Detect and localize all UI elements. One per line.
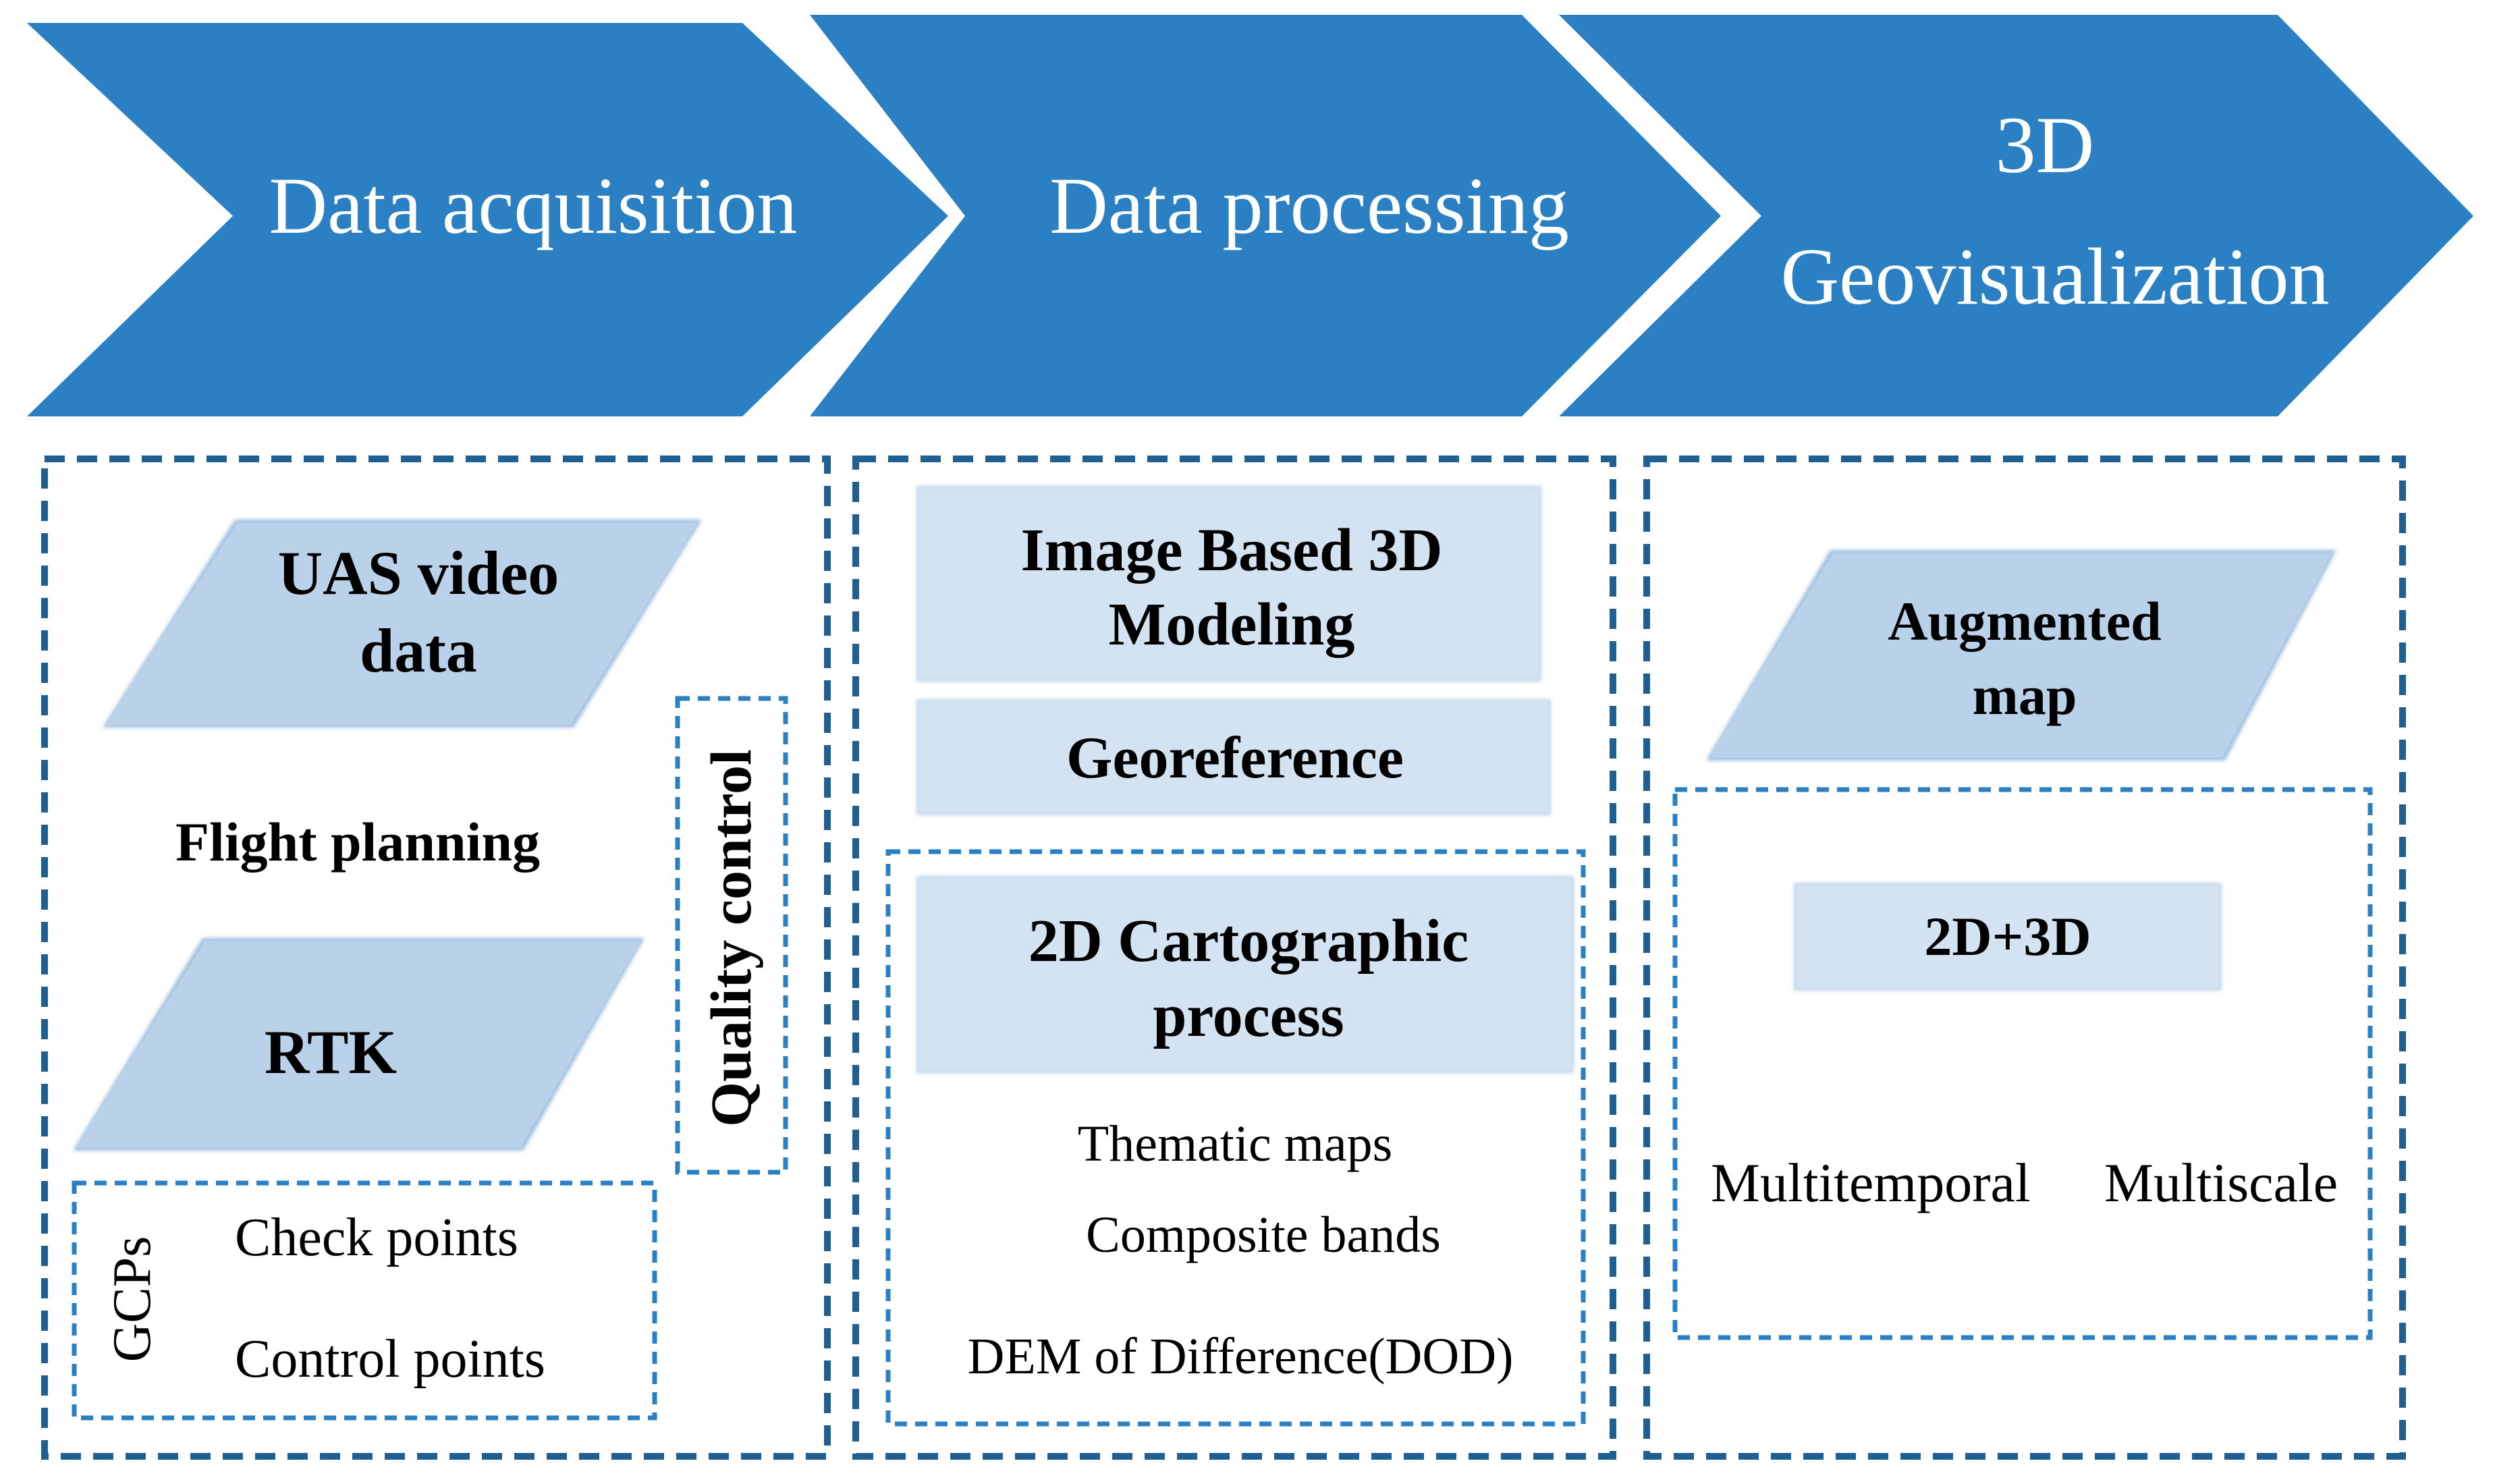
chevron-shape	[1559, 15, 2473, 416]
composite-bands-label: Composite bands	[1086, 1207, 1441, 1263]
stage-chevron-data-acquisition: Data acquisition	[27, 23, 948, 416]
stage-label-geovisualization: Geovisualization	[1780, 231, 2329, 321]
processing-panel: Image Based 3D Modeling Georeference 2D …	[852, 456, 1616, 1460]
cartographic-process-box: 2D Cartographic process	[916, 876, 1574, 1073]
parallelogram-fill	[1709, 553, 2332, 758]
thematic-maps-label: Thematic maps	[1078, 1116, 1392, 1172]
cartographic-process-line1: 2D Cartographic	[1029, 908, 1469, 974]
geovisualization-panel: Augmented map 2D+3D Multitemporal Multis…	[1643, 456, 2406, 1460]
chevron-shape	[810, 15, 1721, 416]
quality-control-box: Quality control	[675, 696, 788, 1175]
uas-video-label-line1: UAS video	[278, 539, 559, 607]
multitemporal-label: Multitemporal	[1711, 1152, 2031, 1213]
parallelogram-fill	[105, 522, 698, 725]
box-fill	[919, 702, 1548, 813]
augmented-map-line2: map	[1973, 665, 2077, 726]
gcps-border	[72, 1180, 657, 1421]
image-based-modeling-line2: Modeling	[1108, 591, 1354, 658]
stage-label-data-acquisition: Data acquisition	[269, 161, 797, 250]
cartographic-subpanel: 2D Cartographic process Thematic maps Co…	[885, 849, 1586, 1427]
stage-label-3d: 3D	[1996, 100, 2095, 190]
gcps-label: GCPs	[103, 1236, 162, 1363]
cartographic-subpanel-border	[885, 849, 1586, 1427]
augmented-map-shape: Augmented map	[1706, 550, 2336, 761]
georeference-label: Georeference	[1066, 725, 1404, 791]
image-based-modeling-line1: Image Based 3D	[1021, 517, 1443, 584]
rtk-shape: RTK	[73, 938, 645, 1151]
box-fill	[919, 879, 1571, 1070]
flight-planning-label: Flight planning	[175, 811, 540, 873]
georeference-box: Georeference	[916, 699, 1551, 815]
stage-chevron-data-processing: Data processing	[810, 15, 1721, 416]
cartographic-process-line2: process	[1153, 983, 1344, 1049]
dims-subpanel: 2D+3D Multitemporal Multiscale	[1672, 787, 2373, 1340]
dod-label: DEM of Difference(DOD)	[968, 1328, 1514, 1385]
rtk-label: RTK	[265, 1018, 397, 1087]
acquisition-panel-border	[41, 456, 831, 1460]
chevron-shape	[27, 23, 948, 416]
acquisition-panel: UAS video data Flight planning RTK Quali…	[41, 456, 831, 1460]
quality-control-label: Quality control	[698, 749, 763, 1127]
stage-chevron-3d-geovisualization: 3D Geovisualization	[1559, 15, 2473, 416]
multiscale-label: Multiscale	[2104, 1152, 2338, 1213]
uas-video-label-line2: data	[360, 616, 477, 685]
check-points-label: Check points	[235, 1208, 518, 1267]
box-fill	[919, 489, 1539, 679]
stage-label-data-processing: Data processing	[1049, 161, 1569, 250]
parallelogram-fill	[76, 941, 640, 1148]
quality-control-border	[675, 696, 788, 1175]
image-based-modeling-box: Image Based 3D Modeling	[916, 486, 1541, 682]
augmented-map-line1: Augmented	[1888, 590, 2161, 652]
control-points-label: Control points	[235, 1329, 545, 1389]
dims-box: 2D+3D	[1794, 883, 2222, 991]
uas-video-data-shape: UAS video data	[103, 520, 702, 727]
dims-label: 2D+3D	[1924, 906, 2091, 967]
box-fill	[1797, 885, 2219, 988]
gcps-box: GCPs Check points Control points	[72, 1180, 657, 1421]
dims-subpanel-border	[1672, 787, 2373, 1340]
